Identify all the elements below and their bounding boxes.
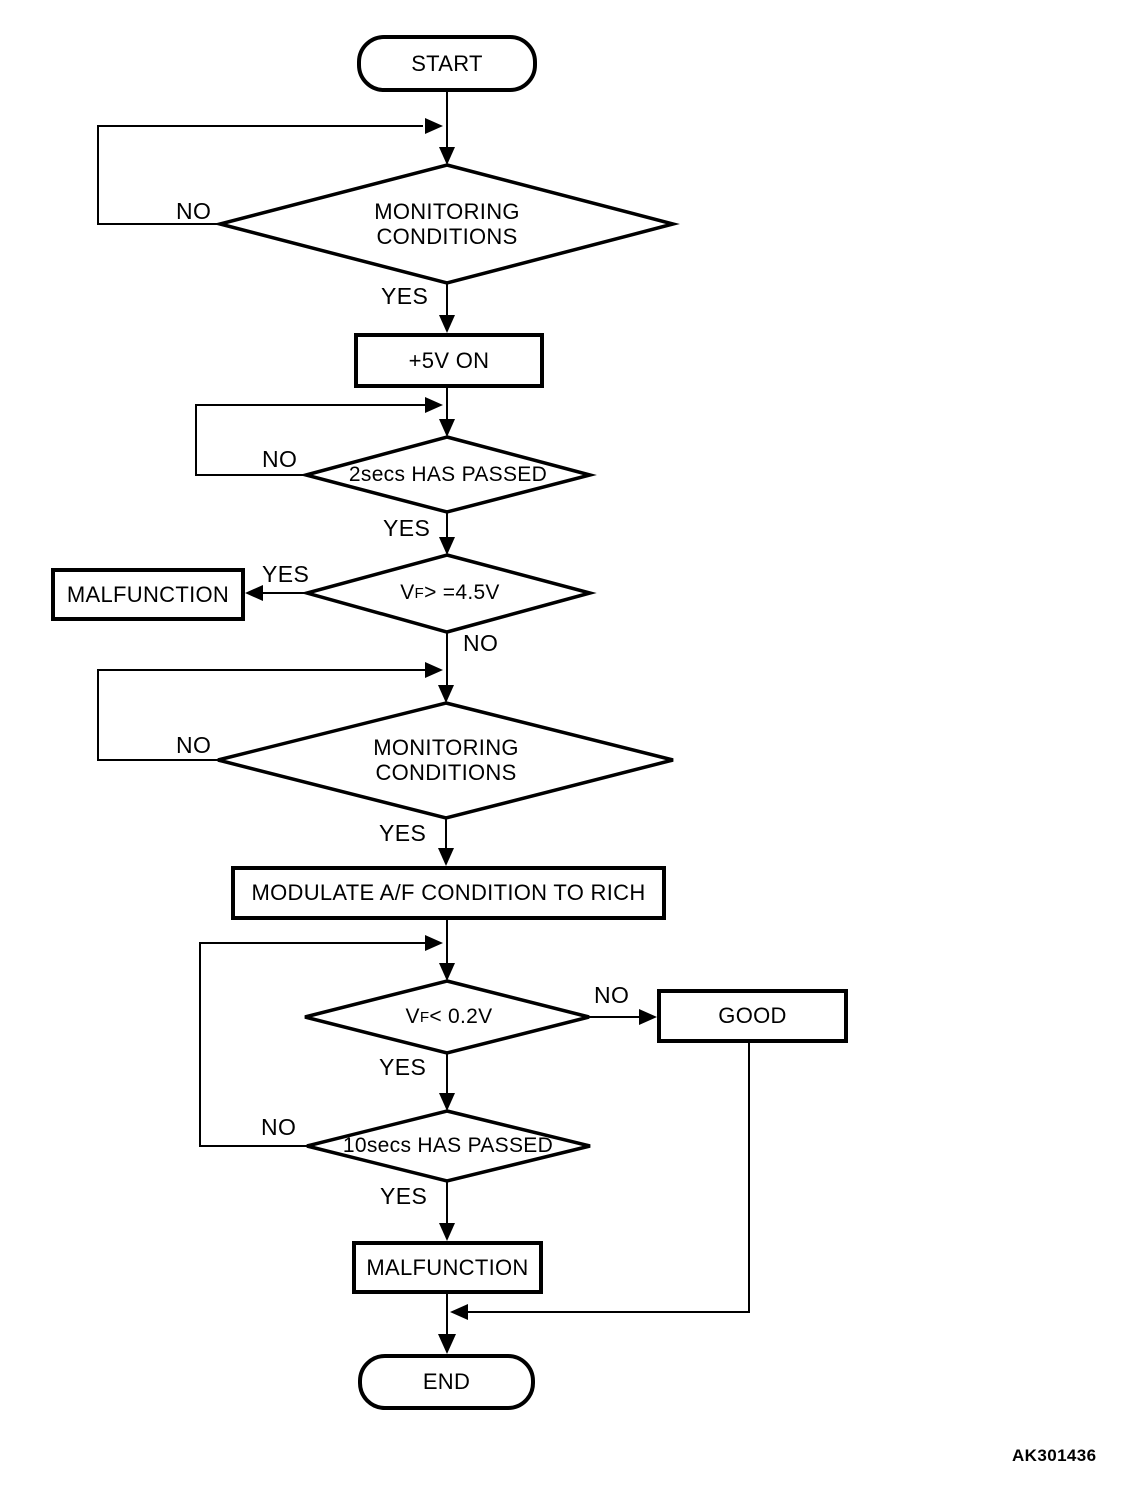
start-terminal: START xyxy=(357,35,537,92)
decision-monitoring-2-shape xyxy=(217,701,674,820)
edge-label-monitoring2-yes: YES xyxy=(379,820,427,846)
connector-good-to-end xyxy=(468,1043,750,1313)
arrowhead-right-icon xyxy=(425,397,443,413)
arrowhead-down-icon xyxy=(439,963,455,981)
edge-label-2secs-yes: YES xyxy=(383,515,431,541)
edge-label-10secs-no: NO xyxy=(261,1114,297,1140)
arrowhead-down-icon xyxy=(439,419,455,437)
edge-label-vfhigh-no: NO xyxy=(463,630,499,656)
decision-monitoring-1-shape xyxy=(213,163,680,285)
vf-subscript: F xyxy=(414,584,425,602)
edge-label-vflow-no: NO xyxy=(594,982,630,1008)
arrowhead-down-icon xyxy=(438,685,454,703)
decision-monitoring-2-label: MONITORING CONDITIONS xyxy=(373,734,519,785)
edge-label-10secs-yes: YES xyxy=(380,1183,428,1209)
decision-2secs-label: 2secs HAS PASSED xyxy=(348,463,548,486)
decision-vf-high-shape xyxy=(300,553,597,634)
process-good: GOOD xyxy=(657,989,848,1043)
arrowhead-right-icon xyxy=(425,662,443,678)
vf-subscript: F xyxy=(419,1008,430,1026)
edge-label-monitoring2-no: NO xyxy=(176,732,212,758)
decision-10secs-shape xyxy=(306,1109,591,1183)
figure-code: AK301436 xyxy=(1012,1446,1097,1465)
vf-high-condition: > =4.5V xyxy=(424,581,500,604)
loop-monitoring1-no xyxy=(97,125,423,225)
arrowhead-down-icon xyxy=(439,147,455,165)
edge-label-vfhigh-yes: YES xyxy=(262,561,310,587)
arrowhead-right-icon xyxy=(639,1009,657,1025)
loop-10secs-no xyxy=(199,942,425,1147)
vf-symbol: V xyxy=(405,1005,420,1028)
arrowhead-down-icon xyxy=(439,1093,455,1111)
process-malfunction-1: MALFUNCTION xyxy=(51,568,245,621)
loop-monitoring2-no xyxy=(97,669,425,761)
edge-label-monitoring1-no: NO xyxy=(176,198,212,224)
process-malfunction-2: MALFUNCTION xyxy=(352,1241,543,1294)
decision-vf-low-shape xyxy=(304,979,590,1055)
arrowhead-left-icon xyxy=(450,1304,468,1320)
arrowhead-down-icon xyxy=(439,315,455,333)
edge-label-monitoring1-yes: YES xyxy=(381,283,429,309)
decision-10secs-label: 10secs HAS PASSED xyxy=(342,1134,554,1157)
edge-label-vflow-yes: YES xyxy=(379,1054,427,1080)
vf-symbol: V xyxy=(400,581,415,604)
arrowhead-down-icon xyxy=(438,1334,456,1354)
end-terminal: END xyxy=(358,1354,535,1410)
process-5v-on: +5V ON xyxy=(354,333,544,388)
arrowhead-down-icon xyxy=(439,1223,455,1241)
arrowhead-down-icon xyxy=(438,848,454,866)
loop-2secs-no xyxy=(195,404,425,476)
arrowhead-down-icon xyxy=(439,537,455,555)
vf-low-condition: < 0.2V xyxy=(429,1005,493,1028)
arrowhead-right-icon xyxy=(425,118,443,134)
process-modulate-af: MODULATE A/F CONDITION TO RICH xyxy=(231,866,666,920)
arrowhead-right-icon xyxy=(425,935,443,951)
decision-2secs-shape xyxy=(299,435,597,514)
decision-monitoring-1-label: MONITORING CONDITIONS xyxy=(374,198,520,249)
edge-label-2secs-no: NO xyxy=(262,446,298,472)
arrowhead-left-icon xyxy=(245,585,263,601)
